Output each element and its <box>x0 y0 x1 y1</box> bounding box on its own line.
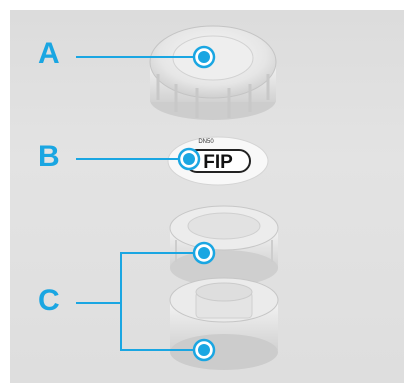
leader-bracket-c <box>76 252 204 351</box>
fip-logo-text: FIP <box>203 152 233 173</box>
disc-size-text: DN50 <box>198 139 214 145</box>
body-part-c-upper <box>169 205 279 286</box>
label-b: B <box>38 140 60 173</box>
callout-marker-b <box>177 147 201 171</box>
body-part-c-lower <box>169 277 279 370</box>
callout-marker-c-upper <box>192 241 216 265</box>
callout-marker-c-lower <box>192 338 216 362</box>
cap-part-a <box>149 25 277 120</box>
callout-marker-a <box>192 45 216 69</box>
label-c: C <box>38 284 60 317</box>
label-a: A <box>38 37 60 70</box>
